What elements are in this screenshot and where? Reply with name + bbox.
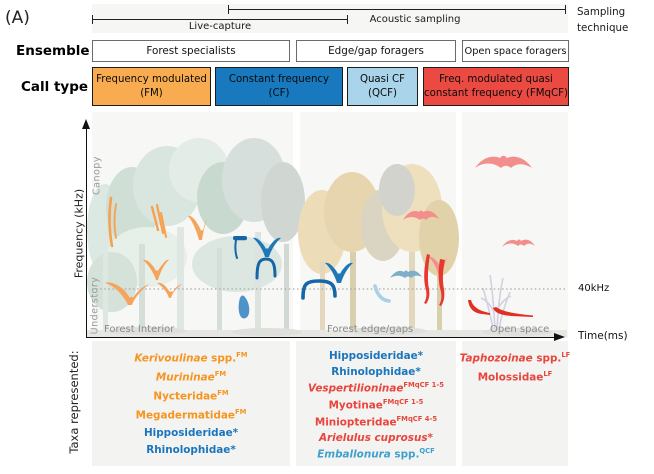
call-type-fmqcf-line1: Freq. modulated quasi [439, 73, 553, 85]
call-type-qcf-line1: Quasi CF [359, 73, 406, 85]
taxon-entry: Hipposideridae* [143, 426, 239, 439]
taxa-column-forest-specialists: Kerivoulinae spp.FM MurininaeFM Nycteridae… [92, 341, 290, 466]
call-type-qcf-line2: (QCF) [368, 87, 397, 99]
call-type-cf-box: Constant frequency (CF) [215, 67, 343, 106]
time-axis-arrow [554, 333, 565, 342]
call-type-fmqcf-box: Freq. modulated quasi constant frequency… [423, 67, 569, 106]
taxon-entry: Emballonura spp.QCF [317, 447, 435, 461]
time-axis [86, 337, 556, 338]
taxon-entry: Kerivoulinae spp.FM [134, 351, 248, 365]
habitat-illustration [87, 138, 567, 337]
call-type-cf-line2: (CF) [268, 87, 290, 99]
call-type-qcf-box: Quasi CF (QCF) [347, 67, 418, 106]
qcf-call-icon [373, 284, 391, 303]
taxon-entry: Arielulus cuprosus* [319, 431, 433, 444]
call-type-row-label: Call type [21, 79, 89, 95]
time-axis-label: Time(ms) [578, 330, 628, 342]
understory-label: Understory [89, 276, 101, 335]
taxon-entry: MyotinaeFMqCF 1-5 [328, 397, 424, 412]
canopy-label: Canopy [91, 156, 103, 195]
live-capture-bracket-tick-left [92, 15, 94, 24]
strip-open-space [462, 112, 568, 338]
live-capture-bracket-tick-right [346, 15, 348, 24]
taxon-entry: MurininaeFM [155, 369, 227, 384]
taxon-entry: Taphozoinae spp.LF [459, 351, 571, 365]
taxon-entry: MegadermatidaeFM [135, 407, 247, 422]
taxon-entry: Hipposideridae* [328, 350, 424, 362]
lf-call-icon [468, 300, 533, 317]
live-capture-label: Live-capture [188, 21, 252, 32]
taxon-entry: Rhinolophidae* [146, 444, 236, 457]
forty-khz-label: 40kHz [578, 283, 610, 294]
frequency-axis-label: Frequency (kHz) [72, 188, 86, 279]
frequency-axis-arrow [82, 119, 90, 129]
call-type-cf-line1: Constant frequency [228, 73, 330, 85]
zone-open-space-label: Open space [490, 324, 550, 335]
fm-call-icon [108, 196, 167, 248]
ensemble-edge-gap-foragers: Edge/gap foragers [296, 40, 456, 62]
acoustic-sampling-label: Acoustic sampling [369, 14, 461, 25]
taxon-entry: MiniopteridaeFMqCF 4-5 [314, 414, 438, 429]
ensemble-forest-specialists: Forest specialists [92, 40, 290, 62]
ground [87, 327, 567, 337]
zone-forest-interior-label: Forest Interior [104, 324, 175, 335]
acoustic-bracket-line [228, 9, 566, 10]
taxa-represented-label: Taxa represented: [67, 350, 81, 454]
call-type-fm-line1: Frequency modulated [96, 73, 207, 85]
call-type-fmqcf-line2: constant frequency (FMqCF) [424, 87, 568, 99]
tree-silhouettes-edge [298, 164, 459, 334]
taxa-column-edge-gap-foragers: Hipposideridae* Rhinolophidae* Vespertilio… [296, 341, 456, 466]
ensemble-row-label: Ensemble [16, 43, 90, 59]
bat-icon-qcf [373, 270, 422, 303]
cf-call-icon [233, 236, 337, 300]
call-type-fm-box: Frequency modulated (FM) [92, 67, 211, 106]
taxon-entry: VespertilioninaeFMqCF 1-5 [308, 381, 444, 395]
zone-forest-edge-label: Forest edge/gaps [327, 324, 414, 335]
fmqcf-call-icon [424, 254, 445, 306]
acoustic-bracket-tick-left [228, 5, 230, 14]
panel-letter: (A) [5, 8, 30, 28]
call-type-fm-line2: (FM) [140, 87, 163, 99]
sampling-technique-label: Sampling technique [577, 6, 629, 34]
bat-icon-cf-group [238, 237, 353, 319]
tree-silhouettes-interior [87, 138, 305, 334]
open-space-plant [480, 274, 512, 331]
taxon-entry: NycteridaeFM [153, 388, 229, 403]
acoustic-bracket-tick-right [564, 5, 566, 14]
taxa-column-open-space-foragers: Taphozoinae spp.LF MolossidaeLF [459, 341, 571, 466]
live-capture-bracket-line [92, 19, 348, 20]
taxon-entry: Rhinolophidae* [331, 365, 421, 378]
ensemble-open-space-foragers: Open space foragers [462, 40, 569, 62]
taxon-entry: MolossidaeLF [477, 369, 553, 384]
bat-icon-fm-group [105, 215, 207, 305]
sampling-strip-background [92, 4, 568, 33]
frequency-axis [86, 128, 87, 338]
